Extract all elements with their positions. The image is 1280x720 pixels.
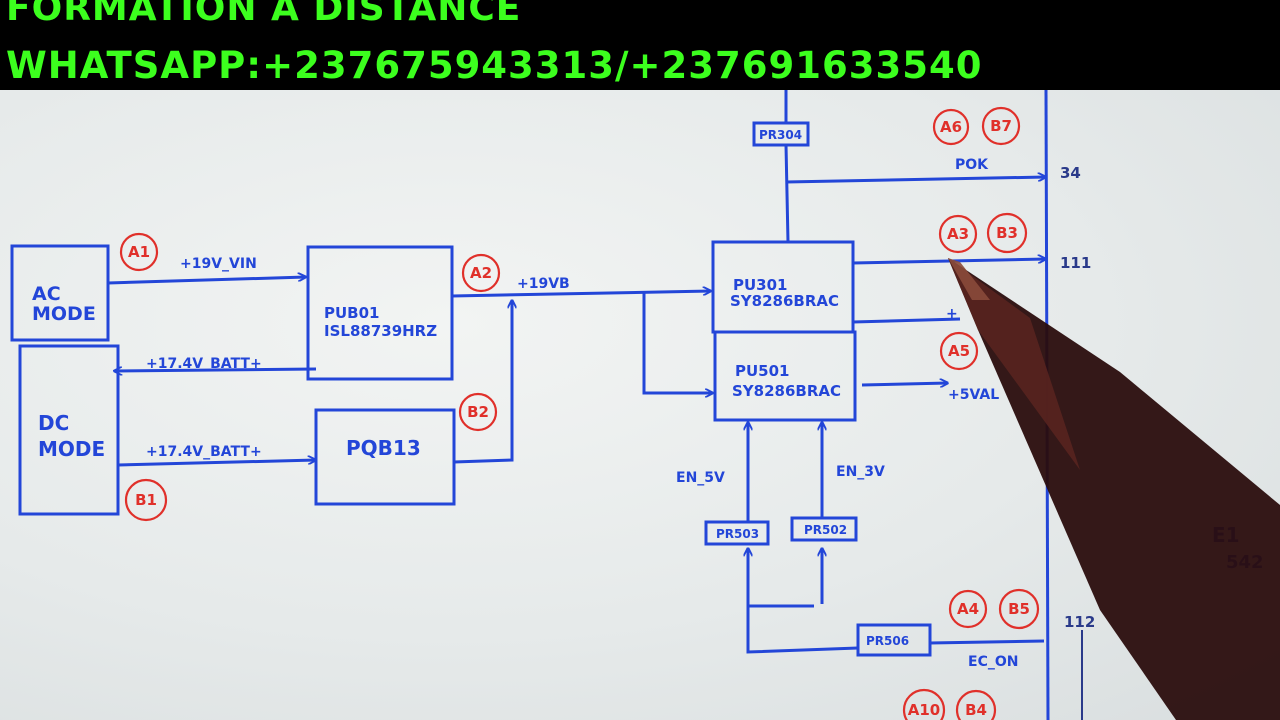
dc-mode-label-line2: MODE (38, 437, 105, 461)
marker-a4-label: A4 (957, 600, 979, 618)
label-19vb: +19VB (517, 276, 570, 292)
marker-a1-label: A1 (128, 243, 150, 261)
pr502-resistor (790, 516, 858, 542)
ac-mode-block (10, 244, 110, 342)
label-partial-plus: + (946, 306, 958, 322)
wire-19vb (451, 291, 711, 298)
wire-pu301-out2 (852, 317, 961, 324)
marker-b2-label: B2 (467, 403, 489, 421)
marker-b7-label: B7 (990, 117, 1012, 135)
pr304-resistor (752, 121, 810, 147)
wire-batt-bottom (117, 460, 316, 467)
pin-34: 34 (1060, 164, 1081, 182)
wire-5valw (861, 383, 948, 385)
dc-mode-label-line1: DC (38, 411, 69, 435)
label-19v-vin: +19V_VIN (180, 256, 257, 272)
marker-a4: A4 (948, 589, 988, 629)
pqb13-label: PQB13 (346, 436, 421, 460)
marker-b4-label: B4 (965, 701, 987, 719)
label-5valw: +5VAL (948, 387, 999, 403)
pr506-label: PR506 (866, 634, 909, 648)
marker-b7: B7 (981, 106, 1021, 146)
wire-19v-vin (107, 277, 306, 285)
pub01-block (306, 245, 454, 381)
ac-mode-label-line2: MODE (32, 303, 96, 325)
marker-a1: A1 (119, 232, 159, 272)
pu301-label-part: SY8286BRAC (730, 292, 839, 310)
marker-b1: B1 (124, 478, 168, 522)
banner-title: FORMATION A DISTANCE (6, 0, 522, 29)
label-en-5v: EN_5V (676, 470, 725, 486)
wire-pr304-bottom (784, 144, 790, 243)
marker-b5: B5 (998, 588, 1040, 630)
marker-b5-label: B5 (1008, 600, 1030, 618)
marker-a2: A2 (461, 253, 501, 293)
pin-111: 111 (1060, 254, 1091, 272)
marker-a2-label: A2 (470, 264, 492, 282)
marker-a3: A3 (938, 214, 978, 254)
marker-b3: B3 (986, 212, 1028, 254)
marker-a10: A10 (902, 688, 946, 720)
pub01-label-ref: PUB01 (324, 304, 379, 322)
label-batt-top: +17.4V_BATT+ (146, 356, 262, 372)
label-en-3v: EN_3V (836, 464, 885, 480)
wire-ec-on-b (746, 606, 859, 654)
marker-b2: B2 (458, 392, 498, 432)
banner: FORMATION A DISTANCE WHATSAPP:+237675943… (0, 0, 1280, 90)
pr502-label: PR502 (804, 523, 847, 537)
pr503-resistor (704, 520, 770, 546)
marker-a5-label: A5 (948, 342, 970, 360)
marker-a10-label: A10 (908, 701, 940, 719)
marker-a3-label: A3 (947, 225, 969, 243)
pr304-label: PR304 (759, 128, 802, 142)
wire-pok (785, 177, 1046, 184)
dc-mode-block (18, 344, 120, 516)
wire-ec-on-a (929, 639, 1045, 645)
marker-a6-label: A6 (940, 118, 962, 136)
pu501-block (713, 330, 857, 422)
pr506-resistor (856, 623, 932, 657)
pu501-label-ref: PU501 (735, 362, 790, 380)
marker-b1-label: B1 (135, 491, 157, 509)
label-pok: POK (955, 157, 989, 173)
marker-b3-label: B3 (996, 224, 1018, 242)
label-batt-bottom: +17.4V_BATT+ (146, 444, 262, 460)
wire-19vb-branch (642, 293, 713, 393)
pointer-pen (948, 258, 1280, 720)
schematic-diagram: AC MODE DC MODE PUB01 ISL88739HRZ PQB13 … (10, 90, 1280, 720)
marker-a6: A6 (932, 108, 970, 146)
pu501-label-part: SY8286BRAC (732, 382, 841, 400)
pr503-label: PR503 (716, 527, 759, 541)
pub01-label-part: ISL88739HRZ (324, 322, 437, 340)
wire-batt-top (114, 369, 317, 371)
banner-contact: WHATSAPP:+237675943313/+237691633540 (6, 44, 983, 87)
ac-mode-label-line1: AC (32, 283, 61, 305)
marker-a5: A5 (939, 331, 979, 371)
pin-112: 112 (1064, 613, 1095, 631)
wire-pqb13-out (453, 300, 512, 464)
label-ec-on: EC_ON (968, 654, 1018, 670)
pu301-label-ref: PU301 (733, 276, 788, 294)
marker-b4: B4 (955, 689, 997, 720)
